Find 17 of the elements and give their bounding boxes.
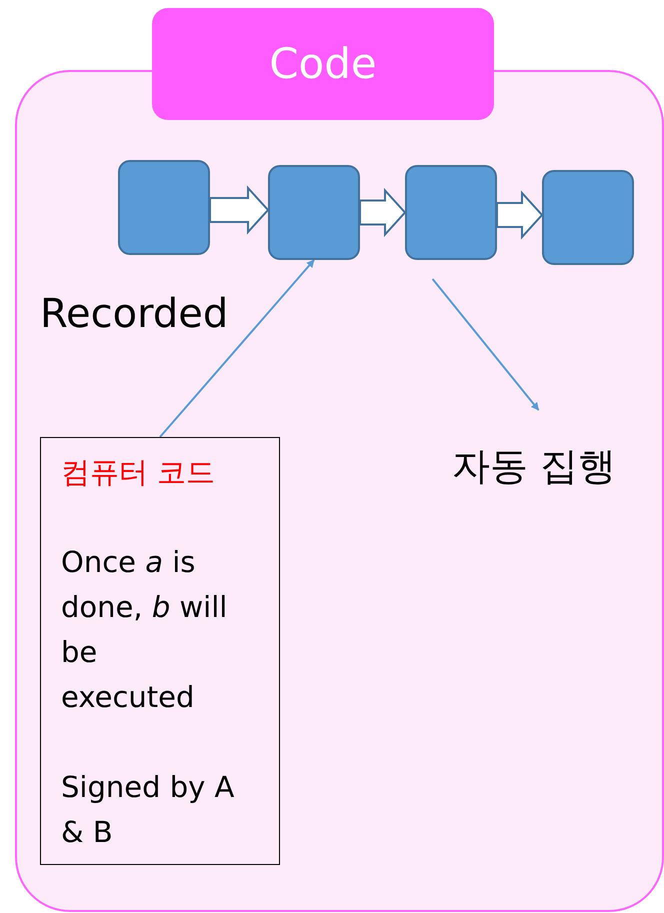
box-text: Signed by A & B bbox=[61, 769, 236, 851]
box-text: Once a is done, b will be executed bbox=[61, 544, 228, 716]
block-box bbox=[118, 160, 210, 255]
text-label: Recorded bbox=[40, 290, 228, 339]
block-box bbox=[542, 170, 634, 265]
code-panel bbox=[15, 8, 664, 912]
bare-text: 자동 집행 bbox=[452, 438, 658, 494]
block-arrow bbox=[496, 190, 544, 240]
arrow bbox=[159, 259, 315, 438]
arrow bbox=[432, 278, 540, 411]
box-heading: 컴퓨터 코드 bbox=[61, 454, 216, 491]
block-arrow bbox=[359, 188, 406, 238]
block-arrow bbox=[209, 185, 270, 235]
code-box bbox=[40, 437, 280, 865]
heading-tab: Code bbox=[152, 8, 494, 120]
block-box bbox=[405, 165, 497, 260]
block-box bbox=[268, 165, 360, 260]
